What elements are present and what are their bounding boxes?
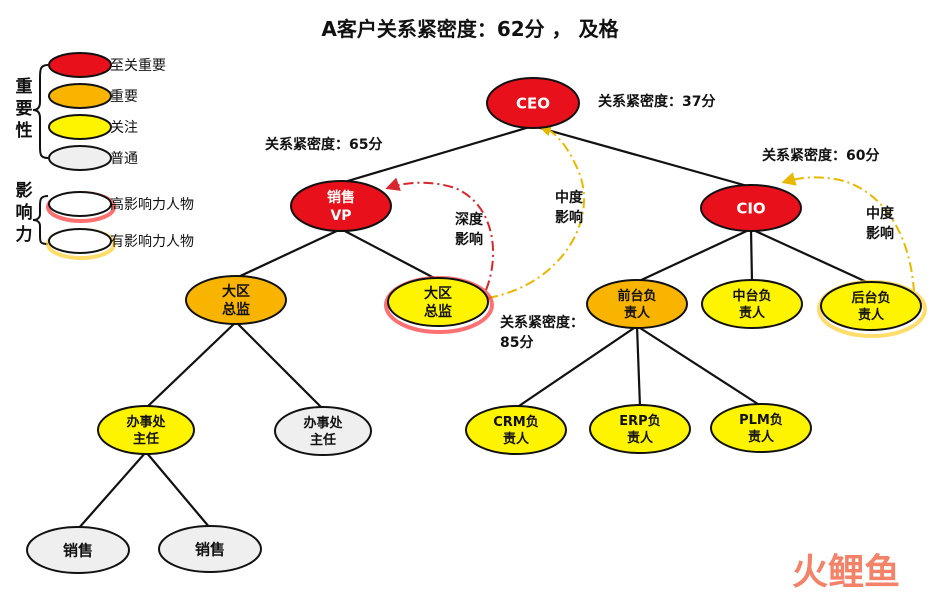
diagram-title: A客户关系紧密度：62分 ， 及格	[321, 17, 619, 41]
connector-office_director_1-sales_2	[145, 451, 211, 529]
node-label: CRM负责人	[493, 414, 539, 447]
legend-item-label: 重要	[110, 89, 138, 105]
legend-item-attention: 关注	[48, 114, 138, 140]
legend-item-label: 关注	[110, 120, 138, 136]
mid-influence-label-cio: 中度影响	[866, 205, 895, 242]
connector-region_director_1-office_director_2	[235, 321, 324, 410]
legend-importance-label: 重要性	[16, 76, 33, 141]
node-back-office-lead[interactable]: 后台负责人	[817, 280, 927, 338]
connector-region_director_1-office_director_1	[145, 321, 237, 409]
node-label: 销售	[63, 541, 93, 559]
node-label: 中台负责人	[732, 288, 771, 321]
deep-influence-arrow	[385, 177, 495, 291]
legend-item-label: 有影响力人物	[110, 234, 194, 250]
node-office-director-2[interactable]: 办事处主任	[274, 406, 372, 456]
node-plm-lead[interactable]: PLM负责人	[710, 403, 812, 453]
cio-closeness-label: 关系紧密度：60分	[762, 147, 879, 164]
legend-item-normal: 普通	[48, 145, 138, 171]
influence-brace	[32, 195, 49, 245]
vp-closeness-label: 关系紧密度：65分	[265, 136, 382, 153]
connector-cio-front_office_lead	[636, 228, 752, 283]
connector-ceo-cio	[532, 124, 752, 189]
deep-influence-label: 深度影响	[455, 211, 484, 248]
node-region-director-1[interactable]: 大区总监	[185, 275, 287, 325]
node-region-director-2[interactable]: 大区总监	[384, 276, 494, 334]
node-label: CIO	[736, 199, 765, 217]
node-label: 大区总监	[424, 285, 452, 320]
legend-item-label: 至关重要	[110, 58, 166, 74]
ceo-closeness-label: 关系紧密度：37分	[598, 93, 715, 110]
node-front-office-lead[interactable]: 前台负责人	[586, 279, 688, 329]
connector-front_office_lead-plm_lead	[636, 325, 762, 407]
node-label: 后台负责人	[851, 290, 890, 323]
connector-ceo-sales_vp	[340, 124, 534, 185]
rd2-closeness-label-line2: 85分	[500, 335, 533, 351]
node-label: 销售	[195, 540, 225, 558]
node-label: CEO	[516, 94, 550, 112]
legend-item-critical: 至关重要	[48, 52, 166, 78]
mid-influence-arrow-ceo	[487, 122, 585, 299]
node-erp-lead[interactable]: ERP负责人	[589, 404, 691, 454]
connector-sales_vp-region_director_2	[340, 228, 439, 281]
node-cio[interactable]: CIO	[700, 184, 802, 232]
mid-influence-label-ceo: 中度影响	[555, 189, 584, 226]
node-label: PLM负责人	[739, 412, 783, 445]
node-label: 前台负责人	[617, 288, 656, 321]
legend-item-label: 普通	[110, 151, 138, 167]
node-label: 办事处主任	[303, 415, 343, 448]
node-crm-lead[interactable]: CRM负责人	[465, 405, 567, 455]
connector-office_director_1-sales_1	[77, 451, 147, 530]
node-label: 大区总监	[222, 283, 250, 318]
legend-influence-label: 影响力	[16, 181, 33, 245]
importance-brace	[32, 64, 49, 159]
node-sales-2[interactable]: 销售	[158, 525, 262, 573]
tree-connectors	[77, 124, 872, 530]
node-ceo[interactable]: CEO	[486, 77, 580, 129]
legend-influence-item-high: 高影响力人物	[46, 191, 194, 223]
node-label: ERP负责人	[619, 413, 660, 446]
node-sales-1[interactable]: 销售	[26, 526, 130, 574]
node-office-director-1[interactable]: 办事处主任	[97, 405, 195, 455]
mid-influence-arrow-cio	[781, 172, 915, 293]
node-label: 办事处主任	[126, 414, 166, 447]
connector-front_office_lead-erp_lead	[635, 325, 642, 408]
legend-item-label: 高影响力人物	[110, 196, 194, 213]
watermark-logo: 火鲤鱼	[792, 552, 900, 593]
connector-front_office_lead-crm_lead	[515, 325, 638, 409]
rd2-closeness-label-line1: 关系紧密度：	[500, 314, 584, 331]
connector-sales_vp-region_director_1	[235, 228, 342, 279]
connector-cio-middle_office_lead	[749, 228, 754, 283]
legend-influence-item-medium: 有影响力人物	[46, 228, 194, 260]
node-middle-office-lead[interactable]: 中台负责人	[701, 279, 803, 329]
connector-cio-back_office_lead	[750, 228, 872, 285]
legend-item-important: 重要	[48, 83, 138, 109]
